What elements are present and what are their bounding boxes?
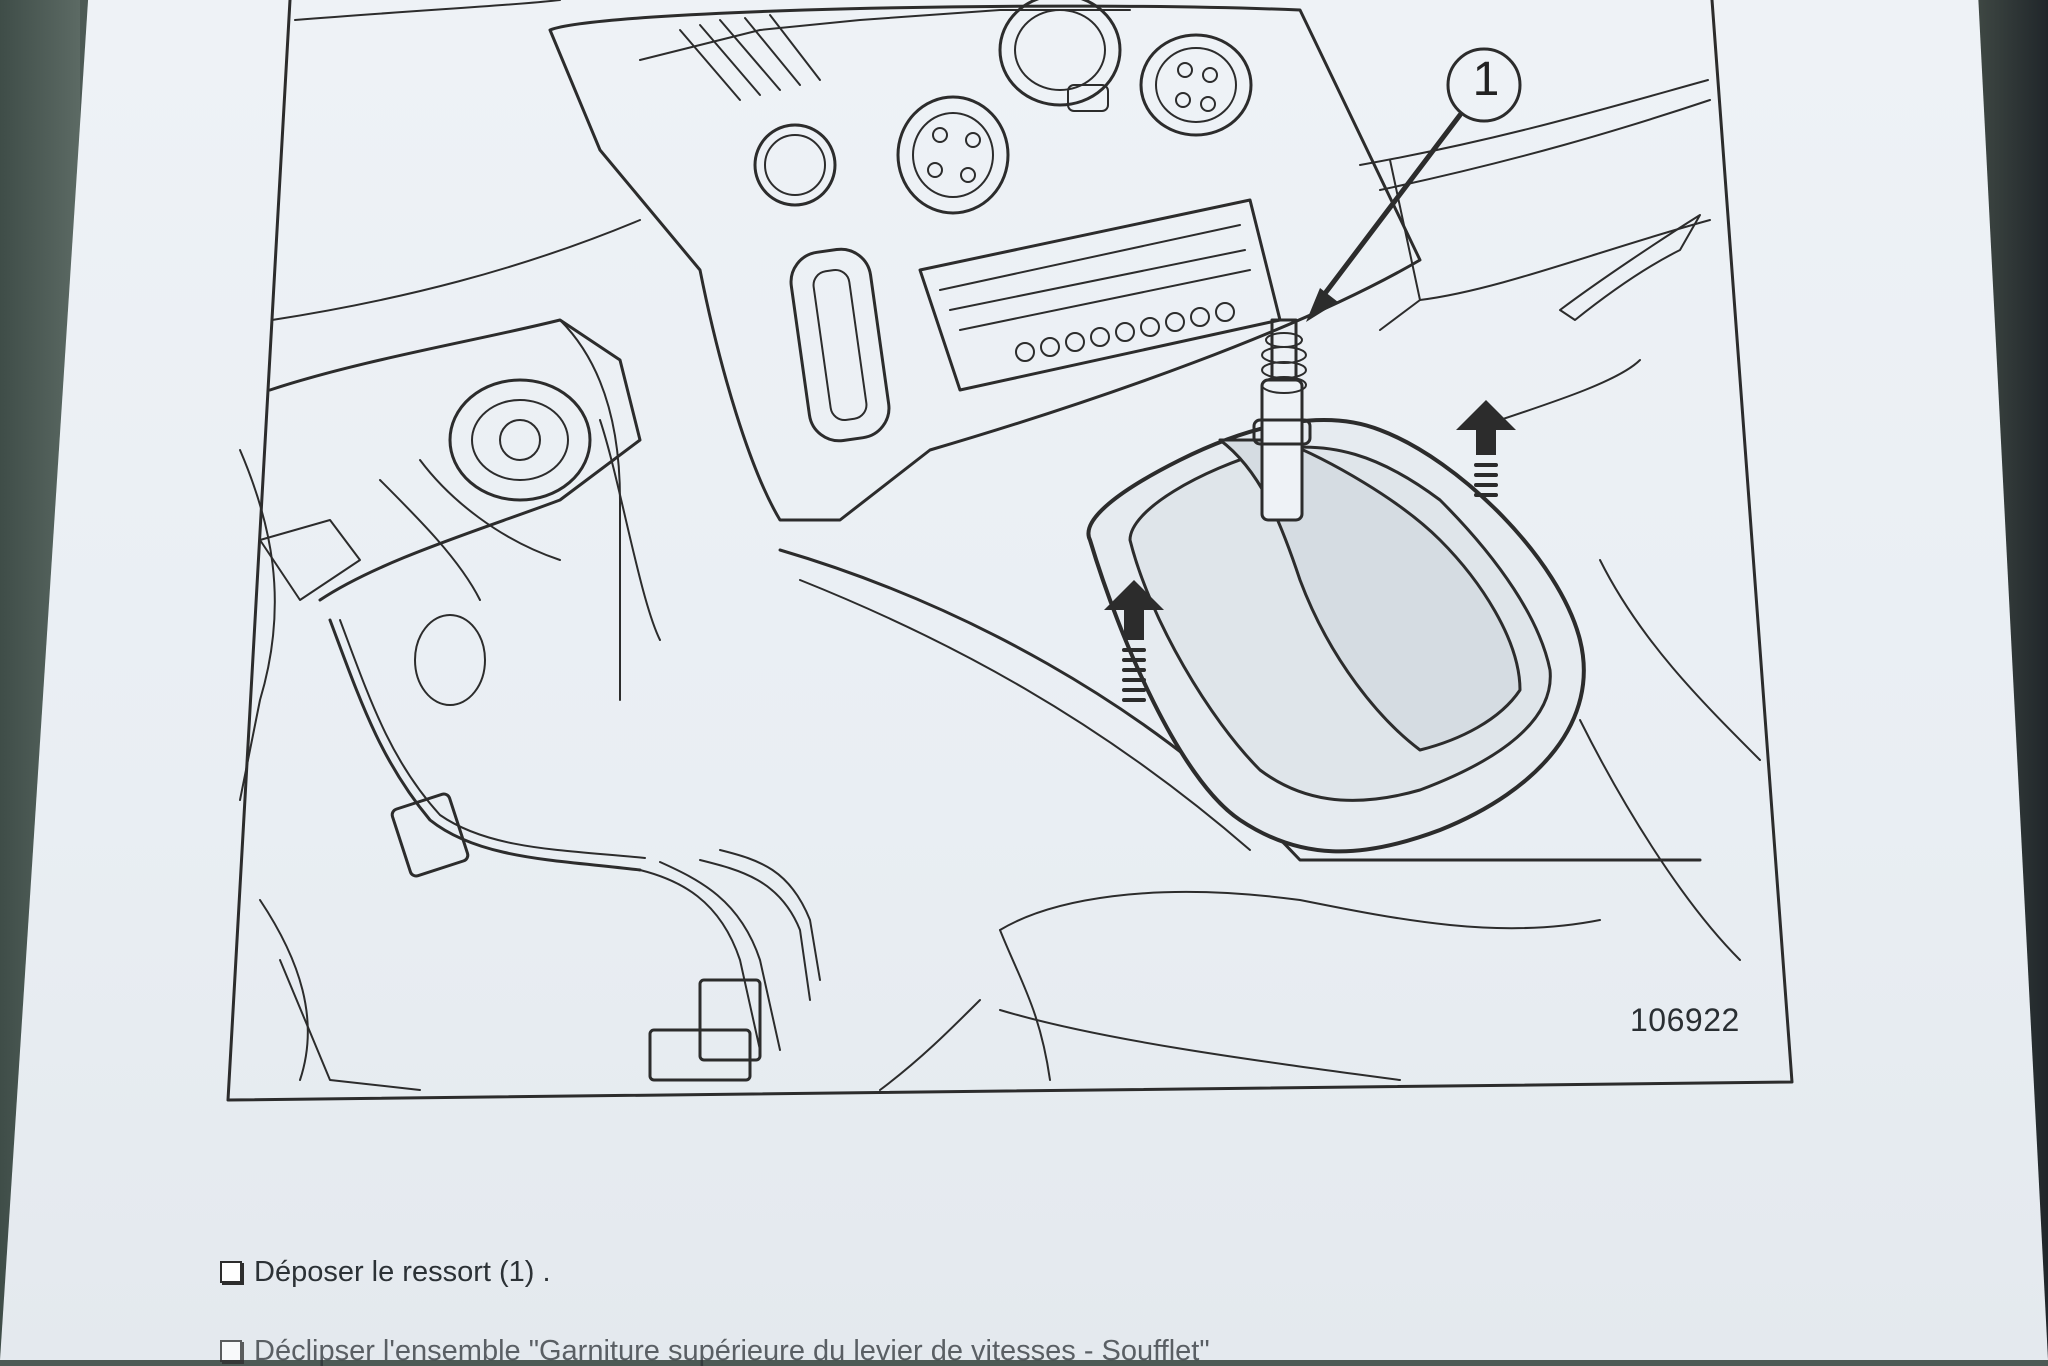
figure-reference-number: 106922 [1630, 1002, 1740, 1038]
instruction-step: Déposer le ressort (1) . [220, 1250, 551, 1294]
instruction-text: Déclipser l'ensemble "Garniture supérieu… [254, 1336, 1210, 1366]
radio-unit [918, 198, 1282, 392]
gear-lever [1252, 318, 1312, 522]
callout-circle [1446, 47, 1522, 123]
instruction-text: Déposer le ressort (1) . [254, 1255, 551, 1288]
center-console [548, 4, 1422, 522]
dial-centre-icon [998, 0, 1122, 107]
instruction-step: Déclipser l'ensemble "Garniture supérieu… [220, 1336, 1210, 1366]
lift-arrow-right-icon [1456, 400, 1516, 497]
lift-arrow-left-icon [1104, 580, 1164, 702]
steering-column [268, 318, 642, 706]
knob-icon [753, 123, 837, 207]
callout-arrow-icon [1317, 112, 1463, 303]
air-vent-icon [679, 14, 821, 101]
illustration-border [226, 0, 1794, 1102]
card-slot [789, 247, 891, 443]
checkbox-icon [220, 1261, 242, 1283]
dial-right-icon [1139, 33, 1253, 137]
dial-left-icon [896, 95, 1010, 215]
wiring-harness [239, 449, 821, 1091]
callout-number-label: 1 [1472, 53, 1500, 106]
checkbox-icon [220, 1340, 242, 1362]
gear-boot-surround [1086, 418, 1586, 854]
